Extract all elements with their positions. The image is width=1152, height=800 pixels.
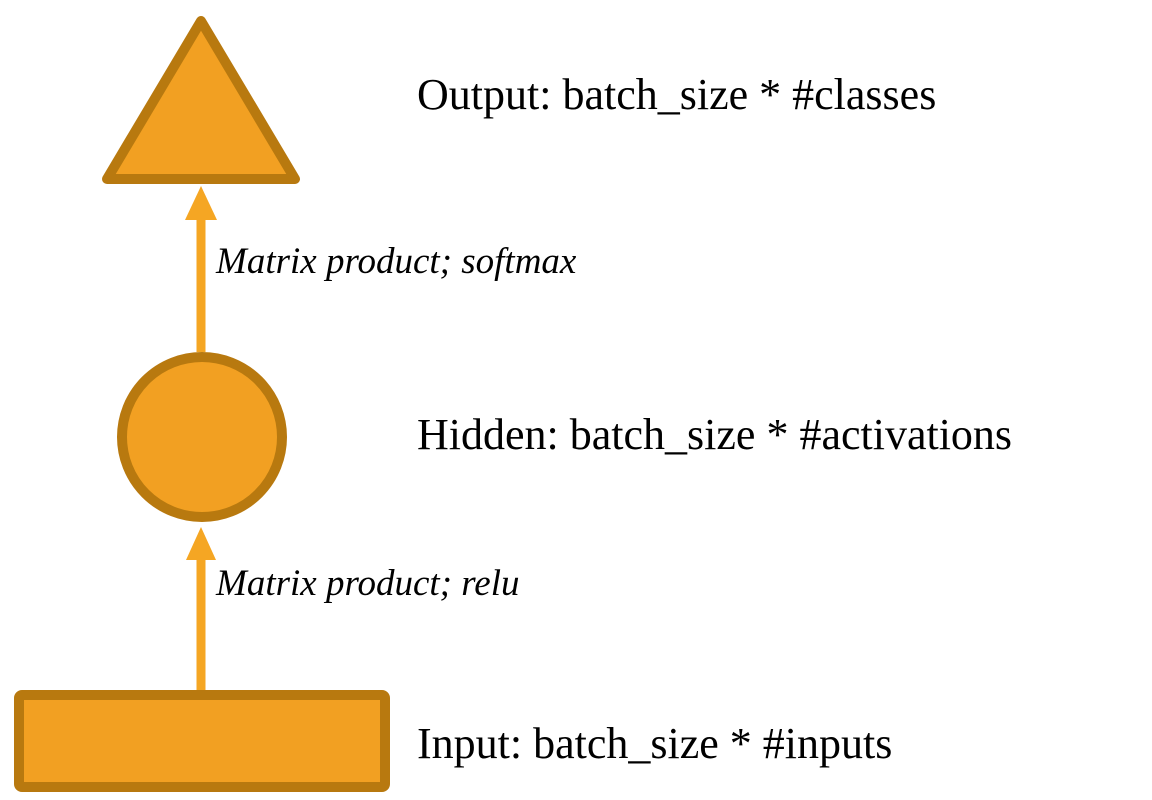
node-hidden-circle[interactable] — [117, 352, 287, 522]
node-output-triangle[interactable] — [102, 16, 300, 184]
node-label-input: Input: batch_size * #inputs — [417, 719, 893, 768]
edge-label-input-to-hidden: Matrix product; relu — [216, 563, 520, 604]
arrow-head-input-to-hidden — [186, 527, 216, 560]
node-input-rectangle[interactable] — [14, 690, 390, 792]
node-label-hidden: Hidden: batch_size * #activations — [417, 410, 1013, 459]
edge-label-hidden-to-output: Matrix product; softmax — [216, 241, 577, 282]
edge-hidden-to-output — [185, 186, 217, 352]
edge-input-to-hidden — [186, 527, 216, 692]
node-label-output: Output: batch_size * #classes — [417, 70, 937, 119]
arrow-head-hidden-to-output — [185, 186, 217, 220]
